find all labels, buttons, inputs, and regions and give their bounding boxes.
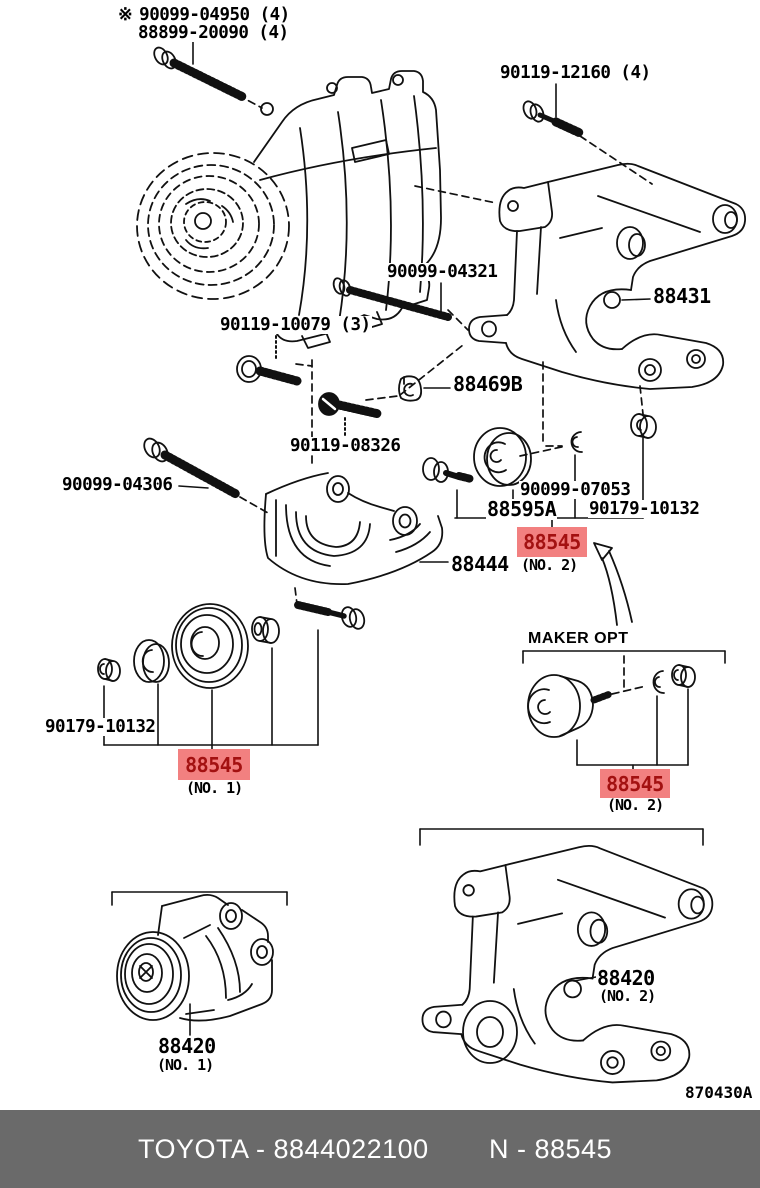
footer-part-id: TOYOTA - 8844022100 [138,1134,429,1164]
bolt-08326-drawing [319,393,379,415]
label-88899-20090: 88899-20090 (4) [137,23,290,43]
leader-lines [104,42,725,1035]
clamp-88469b-drawing [399,376,421,400]
label-90119-10079: 90119-10079 (3) [219,315,372,335]
label-88545-no2-mid: 88545 [523,530,581,554]
callout-arrow [594,543,632,625]
bolt-12160-drawing [521,99,580,133]
figure-reference-code: 870430A [684,1083,754,1102]
label-90119-08326: 90119-08326 [289,436,402,456]
dashed-lines [238,95,652,694]
label-90099-04950: ※ 90099-04950 (4) [117,5,291,25]
idler-group-no2-drawing [423,414,656,486]
label-88420-no1: 88420 [157,1034,217,1058]
sublabel-no1-left: (NO. 1) [185,779,243,797]
label-88444: 88444 [450,552,510,576]
label-90099-07053: 90099-07053 [519,480,632,500]
pump-88420-no1-drawing [117,895,273,1021]
bracket-88444-drawing [264,473,442,584]
sublabel-no2-right: (NO. 2) [606,796,664,814]
label-88595a: 88595A [486,497,558,521]
label-88420-no2: 88420 [596,966,656,990]
label-88545-no2-right: 88545 [606,771,664,796]
label-90119-12160: 90119-12160 (4) [499,63,652,83]
sublabel-88420-no2: (NO. 2) [598,987,656,1005]
label-maker-opt: MAKER OPT [527,630,630,648]
highlight-88545-no2-mid: 88545 [517,527,587,557]
idler-group-no1-drawing [98,604,366,688]
footer-part-number: N - 88545 [489,1134,613,1164]
bolt-04321-drawing [332,277,448,317]
sublabel-88420-no1: (NO. 1) [156,1056,214,1074]
bracket-88431-drawing [469,164,745,389]
footer-bar: TOYOTA - 8844022100 N - 88545 [0,1110,760,1188]
part-number-90099-04950: 90099-04950 (4) [139,5,290,25]
note-marker: ※ [118,5,133,25]
sublabel-no2-mid: (NO. 2) [520,556,578,574]
maker-opt-group-drawing [528,665,695,737]
label-90179-10132-left: 90179-10132 [44,717,157,737]
label-90099-04321: 90099-04321 [386,262,499,282]
label-90179-10132-right: 90179-10132 [588,499,701,519]
bolt-04306-drawing [141,436,236,494]
compressor-drawing [137,71,441,348]
label-88469b: 88469B [452,372,524,396]
label-90099-04306: 90099-04306 [61,475,174,495]
label-88545-no1: 88545 [185,752,243,777]
highlight-88545-no2-right: 88545 [600,769,670,798]
highlight-88545-no1: 88545 [178,749,250,780]
bracket-88420-no2-drawing [421,844,714,1084]
bolt-10079-drawing [237,356,297,382]
bolt-04950-drawing [151,45,243,97]
label-88431: 88431 [652,284,712,308]
